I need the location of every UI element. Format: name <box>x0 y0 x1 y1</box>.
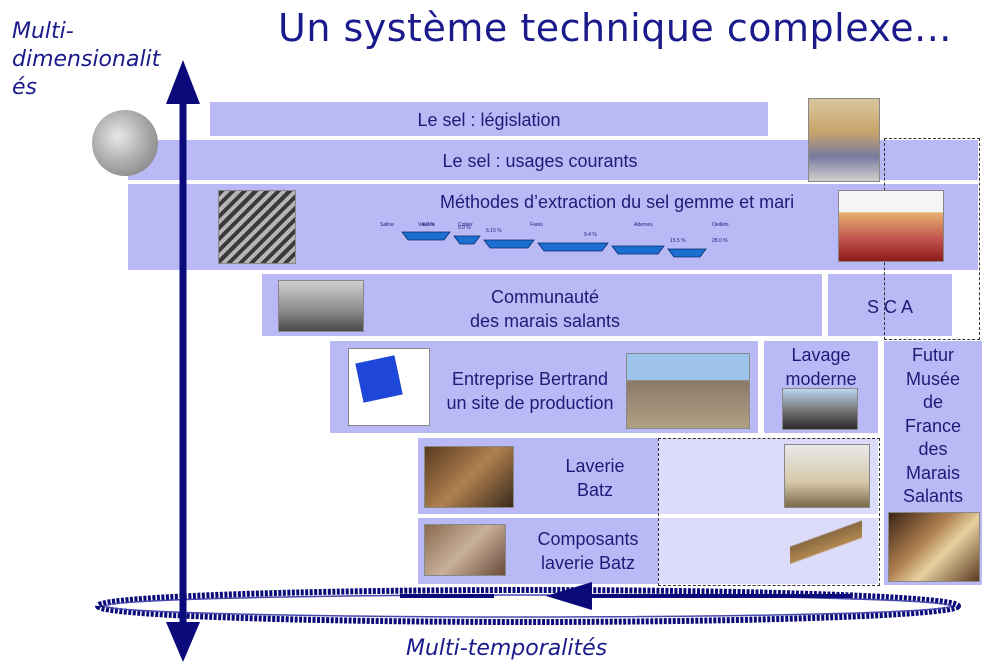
process-basin <box>537 242 609 252</box>
row-extraction-label: Méthodes d’extraction du sel gemme et ma… <box>440 192 795 212</box>
components-photo <box>424 524 506 576</box>
y-axis-arrow-head-bottom <box>166 622 200 662</box>
salt-harvesters-photo <box>278 280 364 332</box>
process-percent-label: 15.5 % <box>670 238 686 244</box>
process-basin <box>401 231 451 241</box>
salt-crystals-image <box>92 110 158 176</box>
process-stage-label: Adernes <box>634 222 653 228</box>
row-usages-label: Le sel : usages courants <box>442 151 638 171</box>
process-percent-label: 5.0 % <box>458 225 471 231</box>
row-legislation <box>210 102 768 136</box>
process-percent-label: 4.0 % <box>422 222 435 228</box>
timeline-ellipse-inner <box>103 594 953 618</box>
row-sca-label: S C A <box>866 297 914 317</box>
process-stage-label: Saline <box>380 222 394 228</box>
process-stage-label: Cobier <box>458 222 473 228</box>
y-axis-label: Multi- dimensionalit és <box>12 19 161 100</box>
slide-title: Un système technique complexe... <box>278 6 952 50</box>
row-legislation-label: Le sel : législation <box>417 110 561 130</box>
evaporation-diagram-image <box>838 190 944 262</box>
process-basin <box>611 245 665 255</box>
process-basin <box>453 235 481 245</box>
process-stage-label: Fares <box>530 222 543 228</box>
museum-photo <box>888 512 980 582</box>
row-musee-label: Futur Musée de France des Marais Salants <box>902 345 964 506</box>
process-labels: Saline Vasière Cobier Fares Adernes Oeillets 4… <box>380 222 729 244</box>
salt-products-image <box>808 98 880 182</box>
process-basin <box>483 239 535 249</box>
batz-3d-model-image <box>784 444 870 508</box>
process-basin <box>667 248 707 258</box>
modern-washing-photo <box>782 388 858 430</box>
components-3d-image <box>790 520 862 580</box>
timeline-ellipse <box>95 587 961 625</box>
site-plan-image <box>348 348 430 426</box>
process-basins <box>401 231 707 258</box>
row-entreprise-label: Entreprise Bertrand un site de productio… <box>446 369 614 413</box>
row-laverie-label: Laverie Batz <box>565 456 625 500</box>
batz-laundry-photo <box>424 446 514 508</box>
process-stage-label: Vasière <box>418 222 435 228</box>
y-axis-arrow-head-top <box>166 60 200 104</box>
process-diagram: Saline Vasière Cobier Fares Adernes Oeillets 4… <box>380 222 729 258</box>
warehouse-photo <box>626 353 750 429</box>
row-sca <box>828 274 952 336</box>
row-lavage-label: Lavage moderne <box>785 345 857 389</box>
process-percent-label: 9.4 % <box>584 232 597 238</box>
x-axis-label: Multi-temporalités <box>406 636 608 661</box>
salt-mine-photo <box>218 190 296 264</box>
row-composants-label: Composants laverie Batz <box>537 529 639 573</box>
x-axis-arrow-head <box>546 582 592 610</box>
process-percent-label: 28.0 % <box>712 238 728 244</box>
process-stage-label: Oeillets <box>712 222 729 228</box>
process-percent-label: 6.15 % <box>486 228 502 234</box>
batz-dashed-frame <box>658 438 880 586</box>
row-communaute-label: Communauté des marais salants <box>469 287 621 331</box>
